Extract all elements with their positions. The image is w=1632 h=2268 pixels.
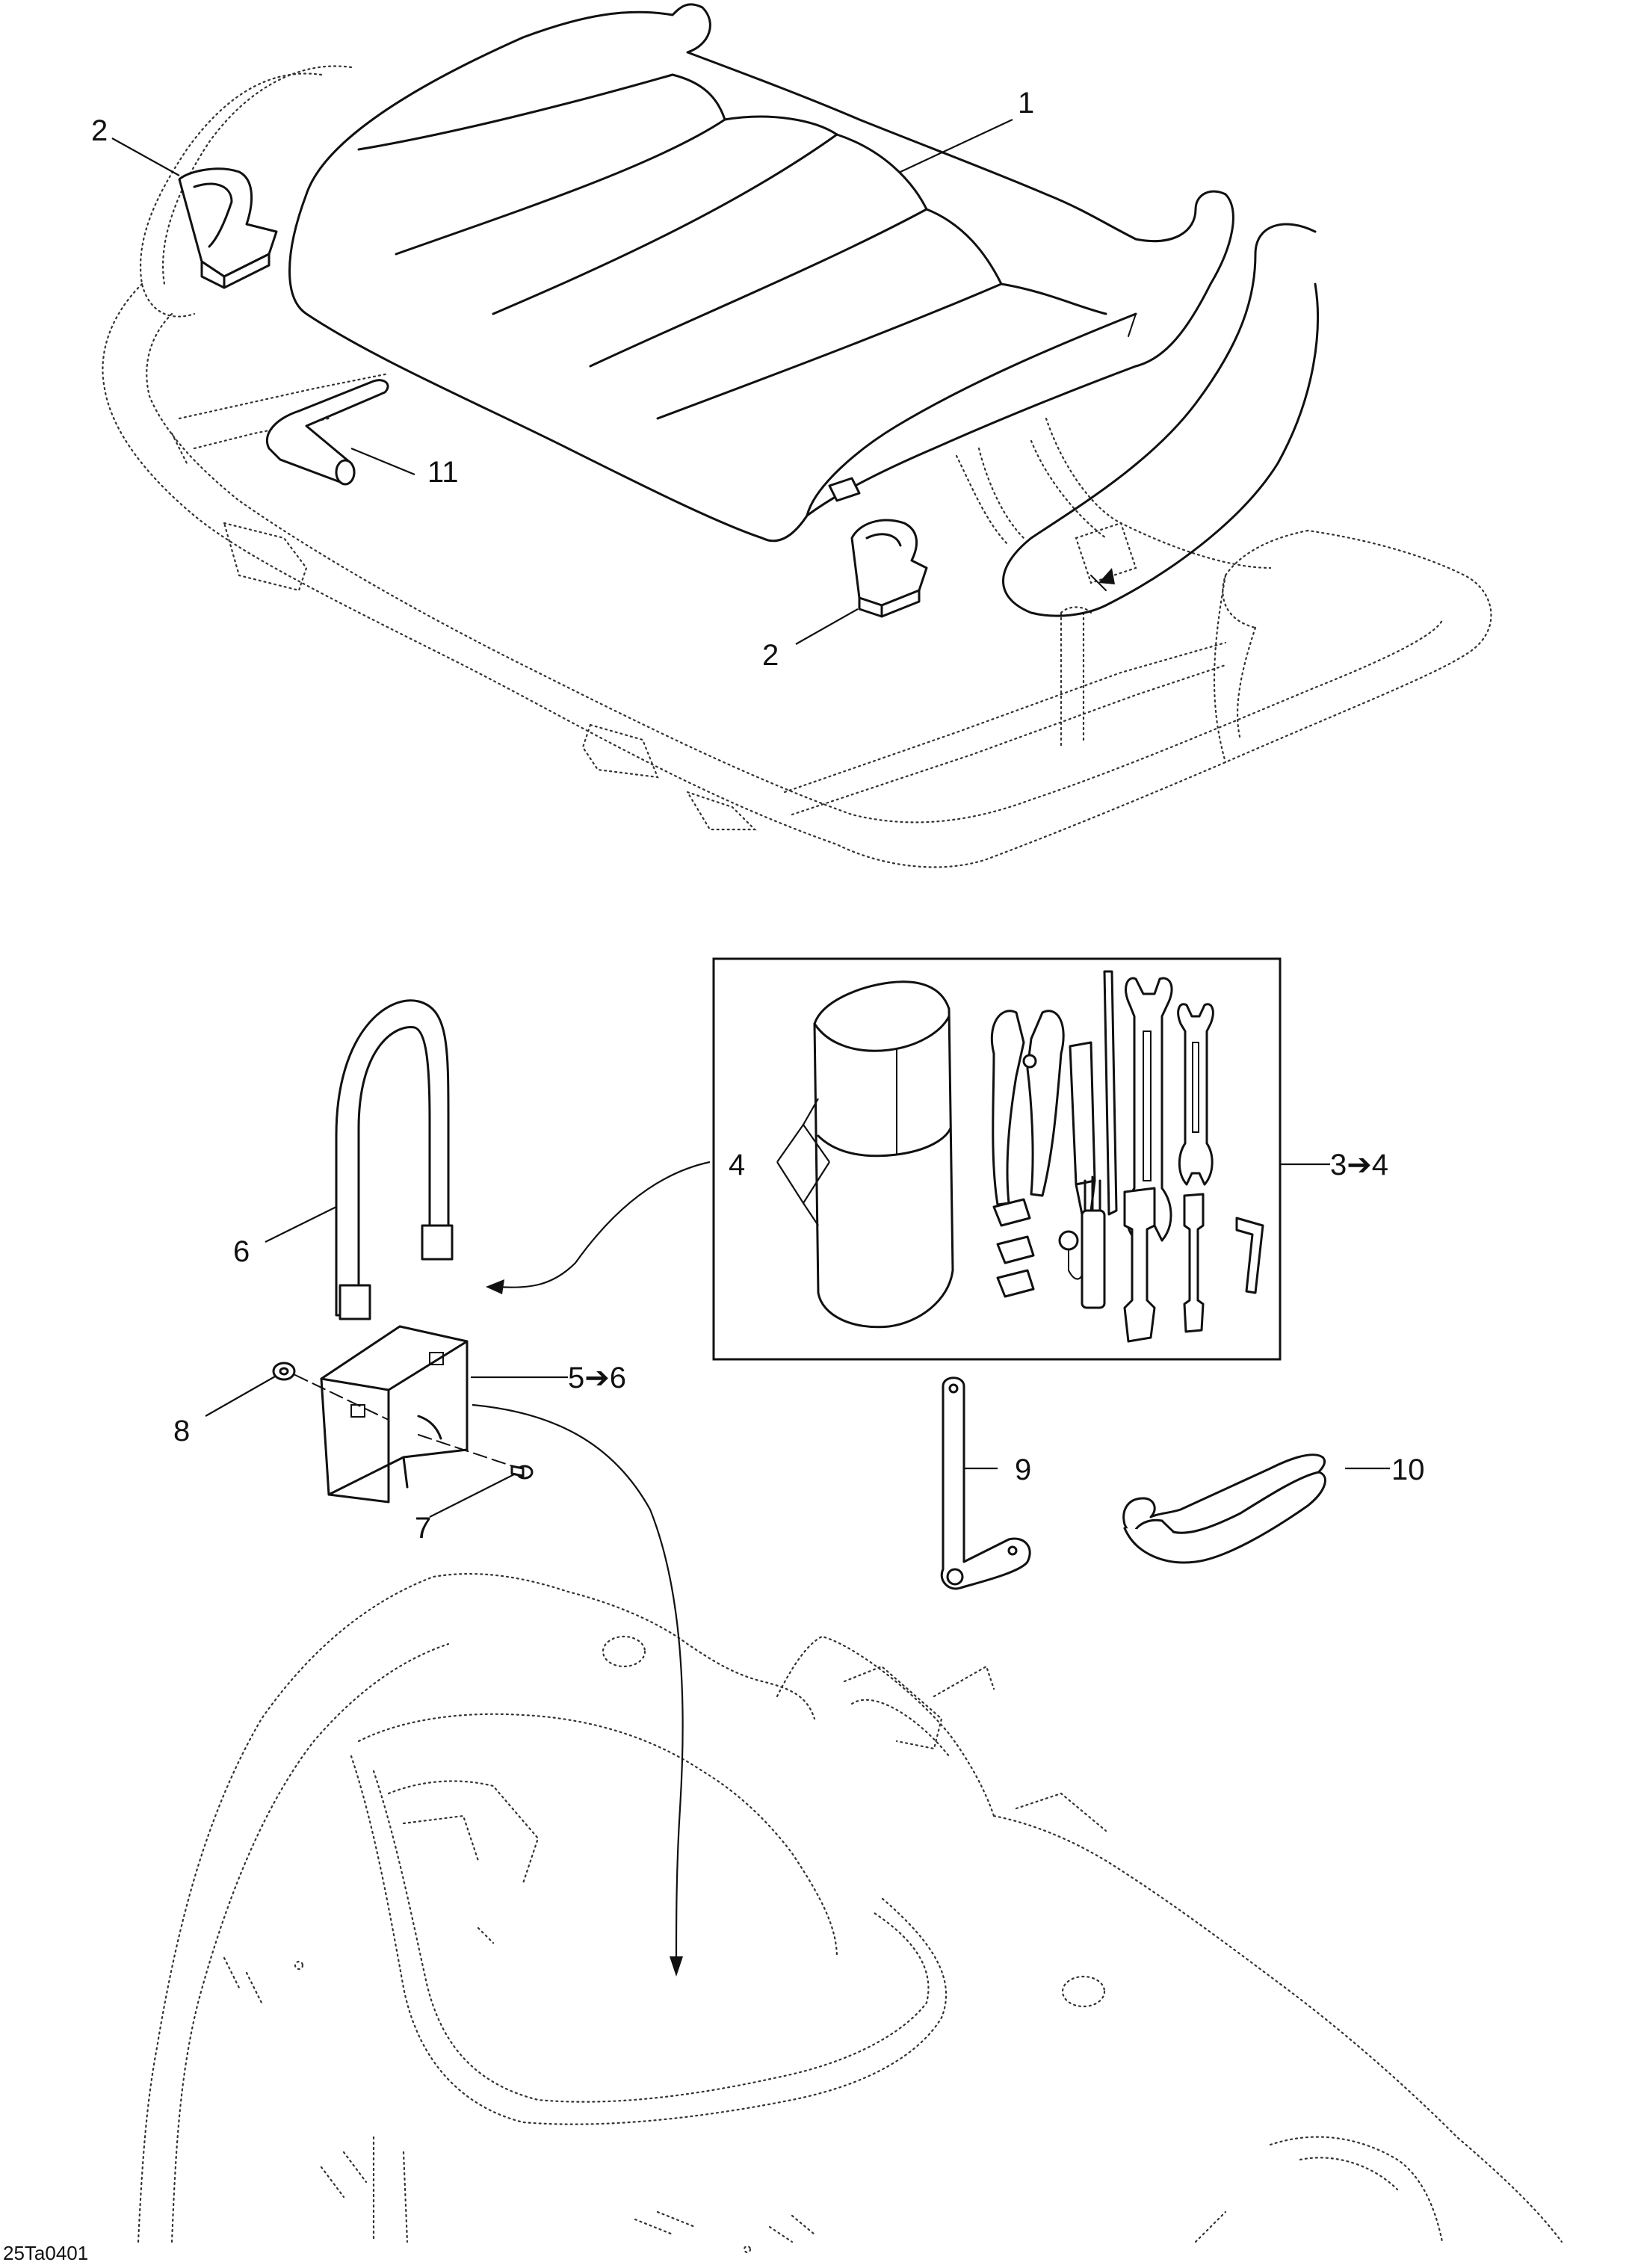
screw-part-7: [418, 1434, 534, 1480]
seat-part-1: [288, 3, 1234, 543]
strap-part-6: [335, 999, 454, 1320]
callout-5-6: 5➔6: [568, 1362, 626, 1394]
fuses: [992, 1198, 1035, 1298]
handle-part-9: [940, 1376, 1031, 1590]
callout-11: 11: [427, 456, 459, 489]
spanner-part-10: [1122, 1453, 1326, 1564]
callout-4: 4: [729, 1149, 745, 1181]
callout-8: 8: [173, 1415, 190, 1447]
bracket-part-5: [320, 1325, 469, 1504]
holder-part-2a: [178, 167, 278, 289]
spark-plug-tester: [1058, 1175, 1106, 1309]
callout-6: 6: [233, 1235, 250, 1268]
diagram-reference: 25Ta0401: [3, 2242, 88, 2264]
washer-part-8: [272, 1362, 389, 1421]
allen-key-part-11: [265, 379, 389, 486]
callout-3-4: 3➔4: [1330, 1149, 1388, 1181]
callout-1: 1: [1018, 87, 1034, 120]
callout-10: 10: [1391, 1453, 1425, 1486]
rack-frame: [102, 65, 1492, 868]
callout-2-lower: 2: [762, 639, 779, 672]
callout-7: 7: [415, 1512, 431, 1545]
callout-labels: 1 2 2 3➔4 4 5➔6 6 7 8 9 10 11 25Ta0401: [3, 87, 1425, 2264]
holder-part-2b: [850, 519, 928, 618]
leader-lines: [111, 119, 1390, 1977]
tool-kit-box: [712, 957, 1282, 1361]
callout-2-upper: 2: [91, 114, 108, 147]
vehicle-body: [137, 1572, 1563, 2254]
callout-9: 9: [1015, 1453, 1031, 1486]
